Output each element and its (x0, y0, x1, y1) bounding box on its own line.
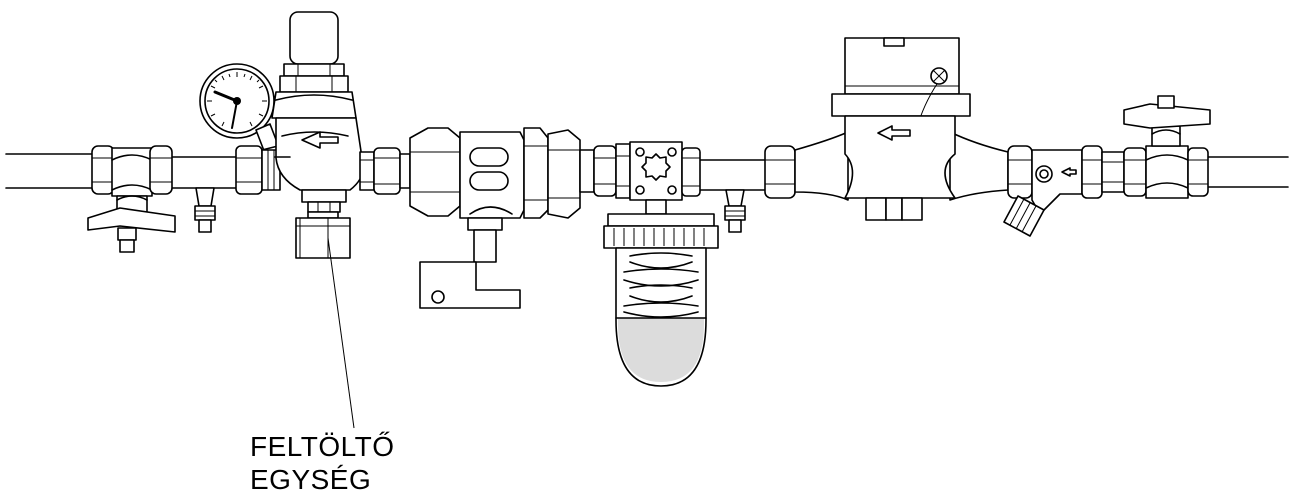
filling-unit-icon (296, 212, 350, 258)
water-meter-icon (765, 38, 1008, 220)
ball-valve-icon (1102, 96, 1210, 198)
label-leader-line (328, 238, 354, 428)
filling-unit-label: FELTÖLTŐ EGYSÉG (250, 430, 395, 496)
pressure-reducing-valve-icon (236, 12, 364, 212)
ball-valve-icon (88, 146, 175, 252)
union-fitting (580, 146, 616, 196)
backflow-preventer-icon (410, 128, 580, 308)
filling-unit-label-line1: FELTÖLTŐ (250, 431, 395, 462)
pressure-gauge-icon (200, 64, 282, 162)
drain-cock-icon (195, 188, 215, 232)
filter-housing-icon (604, 142, 718, 386)
drain-cock-icon (725, 190, 745, 232)
union-fitting (360, 148, 410, 194)
y-strainer-icon (1004, 146, 1102, 236)
filling-unit-label-line2: EGYSÉG (250, 464, 372, 495)
